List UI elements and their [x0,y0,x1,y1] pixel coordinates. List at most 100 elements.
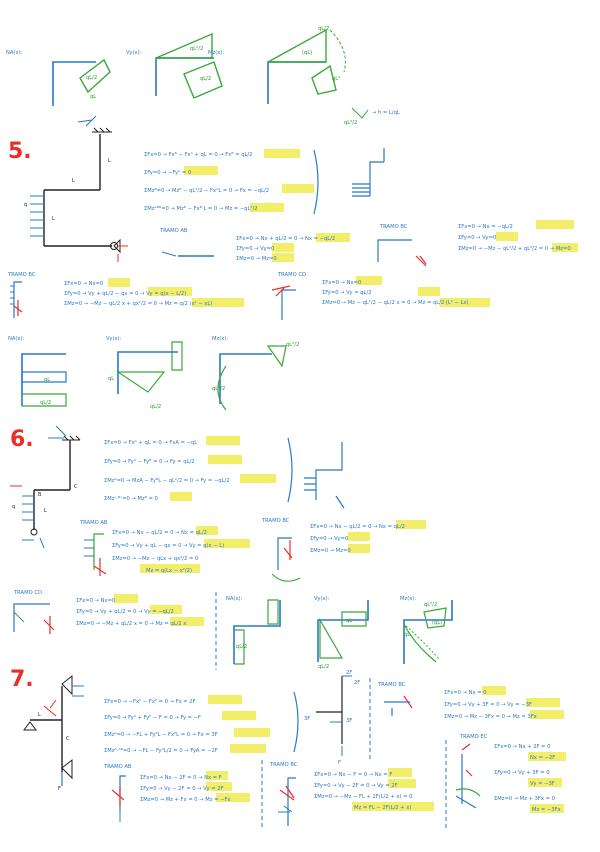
p6-bc-eq-3: ΣMz=0 → Mz=0 [310,548,351,554]
svg-text:q: q [24,202,27,208]
p5-bc2-eq-2: ΣFy=0 → Vy + qL/2 − qx = 0 → Vy = q(x − … [64,291,186,297]
p7-bc-eq-4: Mz = FL − 2F(L/2 + x) [354,805,411,811]
p5-diag-na: NA(x): [8,336,25,342]
p5-diag-v4: qL/2 [150,404,161,410]
svg-text:L: L [44,508,47,514]
svg-text:B: B [38,492,42,498]
p6-diag-v6: qL [404,632,410,638]
p7-bc2-title: TRAMO BC [377,682,406,688]
p5-bc2-eq-3: ΣMz=0 → −Mz − qL/2 x + qx²/2 = 0 → Mz = … [64,301,212,307]
p5-tramo-bc-left: TRAMO BC ΣFx=0 → Nx=0 ΣFy=0 → Vy + qL/2 … [7,272,244,318]
p5-tramo-ab: TRAMO AB ΣFx=0 → Nx + qL/2 = 0 → Nx = −q… [159,228,350,262]
p6-diag-vy: Vy(x): [314,596,330,602]
p6-cd-title: TRAMO CD [13,590,42,596]
p6-tramo-ab: TRAMO AB ΣFx=0 → Nx − qL/2 = 0 → Nx = qL… [79,520,250,576]
p7-ab-eq-3: ΣMz=0 → Mz + Fx = 0 → Mz = −Fx [140,797,231,803]
top-mz-val2: qL/2 [318,26,329,32]
top-na-val2: qL [90,94,96,100]
p7-bc2-eq-1: ΣFx=0 → Nx = 0 [444,690,487,696]
p5-eq-4: ΣMzᴬᴮᴮ=0 → Mzᴮ − Fxᴮ L = 0 → Mz = −qL²/2 [144,206,258,212]
p5-diag-mz: Mz(x): [212,336,228,342]
p5-bc-eq-3: ΣMz=0 → −Mz − qL²/2 + qL²/2 = 0 → Mz=0 [458,246,571,252]
svg-text:L: L [72,178,75,184]
svg-text:q: q [12,504,15,510]
p7-free-body: 2F 3F F 3F 2F [304,670,360,766]
p5-tramo-bc-right: TRAMO BC ΣFx=0 → Nx = −qL/2 ΣFy=0 → Vy=0… [377,220,578,267]
p7-bc-title: TRAMO BC [269,762,298,768]
p5-ab-eq-1: ΣFx=0 → Nx + qL/2 = 0 → Nx = −qL/2 [236,236,335,242]
p6-tramo-bc: TRAMO BC ΣFx=0 → Nx − qL/2 = 0 → Nx = qL… [261,518,426,582]
problem-7-number: 7. [10,667,34,692]
p5-ab-title: TRAMO AB [159,228,188,234]
p7-ec-eq-2: Nx = −2F [530,755,555,761]
p5-diagrams: NA(x): Vy(x): Mz(x): qL qL/2 qL qL/2 qL²… [8,336,299,411]
p6-eq-3: ΣMzᴬ=0 → MzA − FyᴮL − qL²/2 = 0 → Fy = −… [104,478,229,484]
p5-ab-eq-2: ΣFy=0 → Vy=0 [236,246,274,252]
p7-bc-eq-2: ΣFy=0 → Vy − 2F = 0 → Vy = 2F [314,783,398,789]
p7-ec-eq-3: ΣFy=0 → Vy + 3F = 0 [494,770,550,776]
p5-brace [313,149,319,215]
top-na-green [79,58,111,94]
p7-ec-eq-6: Mz = −3Fx [532,807,561,813]
p6-diag-v3: qL/2 [318,664,329,670]
p7-eq-2: ΣFy=0 → Fyᴬ + Fyᴱ − F = 0 → Fy = −F [104,715,201,721]
p7-ec-eq-1: ΣFx=0 → Nx + 2F = 0 [494,744,550,750]
p7-bc-eq-3: ΣMz=0 → −Mz − FL + 2F(L/2 + x) = 0 [314,794,412,800]
p6-tramo-cd: TRAMO CD ΣFx=0 → Nx=0 ΣFy=0 → Vy + qL/2 … [13,590,204,634]
top-mz-green [267,28,327,63]
p7-brace [293,691,299,753]
p5-cd-eq-2: ΣFy=0 → Vy = qL/2 [322,290,372,296]
problem-7: 7. LCF ΣFx=0 → −Fxᴬ − Fxᴱ = 0 → Fx = 2F … [10,667,566,830]
p5-eq-1: ΣFx=0 → Fxᴮ − Fxᴬ + qL = 0 → Fxᴮ = qL/2 [144,152,252,158]
top-na-label: NA(x): [6,50,23,56]
p7-ec-eq-4: Vy = −3F [530,781,555,787]
p7-ab-title: TRAMO AB [103,764,132,770]
p7-bc2-eq-3: ΣMz=0 → Mz − 3Fx = 0 → Mz = 3Fx [444,714,537,720]
top-mz-val3: qL² [332,76,340,82]
p7-tramo-bc: TRAMO BC ΣFx=0 → Nx − F = 0 → Nx = F ΣFy… [269,762,434,826]
p6-diag-v2: qL [346,618,352,624]
top-mz-tri [351,107,369,119]
p6-diag-v1: qL/2 [236,644,247,650]
p6-diag-v4: qL²/2 [424,602,437,608]
p7-ec-eq-5: ΣMz=0 → Mz + 3Fx = 0 [494,796,555,802]
problem-6-number: 6. [10,427,34,452]
p6-cd-eq-1: ΣFx=0 → Nx=0 [76,598,115,604]
top-vy-green2 [183,61,223,99]
p6-diag-mz: Mz(x): [400,596,416,602]
p7-fb-4: 3F [346,718,352,724]
p6-eq-4: ΣMzᶜ·ᴮᶜ=0 → Mzᴮ = 0 [104,496,158,502]
p6-cd-eq-3: ΣMz=0 → −Mz + qL/2 x = 0 → Mz = qL/2 x [76,621,186,627]
p6-free-body [304,442,345,509]
top-vy-val: qL²/2 [190,46,203,52]
p6-eq-1: ΣFx=0 → Fxᴬ + qL = 0 → FxA = −qL [104,440,197,446]
top-mz-result: → h = L/qL [372,110,400,116]
p5-bc-title: TRAMO BC [379,224,408,230]
top-mz-green2 [311,64,337,95]
svg-text:L: L [52,216,55,222]
p7-fb-5: 2F [354,680,360,686]
top-mz-val4: qL²/2 [344,120,357,126]
p7-bc2-eq-2: ΣFy=0 → Vy + 3F = 0 → Vy = −3F [444,702,532,708]
problem-6-equations: ΣFx=0 → Fxᴬ + qL = 0 → FxA = −qL ΣFy=0 →… [104,436,276,502]
p6-brace [287,437,293,503]
problem-6: 6. q B C L ΣFx=0 → Fxᴬ + qL = 0 → FxA = −qL… [10,425,453,670]
p5-bc-eq-1: ΣFx=0 → Nx = −qL/2 [458,224,513,230]
top-mz-label: Mz(x): [208,50,224,56]
top-vy-label: Vy(x): [126,50,142,56]
p7-tramo-ab: TRAMO AB ΣFx=0 → Nx − 2F = 0 → Nx = F ΣF… [103,764,250,822]
p6-diag-na: NA(x): [226,596,243,602]
problem-5-number: 5. [8,139,32,164]
svg-text:F: F [58,786,61,792]
top-na-frame [52,61,96,106]
p5-tramo-cd: TRAMO CD ΣFx=0 → Nx=0 ΣFy=0 → Vy = qL/2 … [271,272,490,320]
svg-text:C: C [74,484,78,490]
p7-tramo-ec: TRAMO EC ΣFx=0 → Nx + 2F = 0 Nx = −2F ΣF… [455,734,566,813]
p5-diag-v6: qL²/2 [212,386,225,392]
p6-diagrams: NA(x): Vy(x): Mz(x): qL/2 qL qL/2 qL²/2 … [226,596,453,670]
p5-diag-v3: qL [108,376,114,382]
p6-bc-eq-1: ΣFx=0 → Nx − qL/2 = 0 → Nx = qL/2 [310,524,405,530]
p6-bc-eq-2: ΣFy=0 → Vy=0 [310,536,348,542]
